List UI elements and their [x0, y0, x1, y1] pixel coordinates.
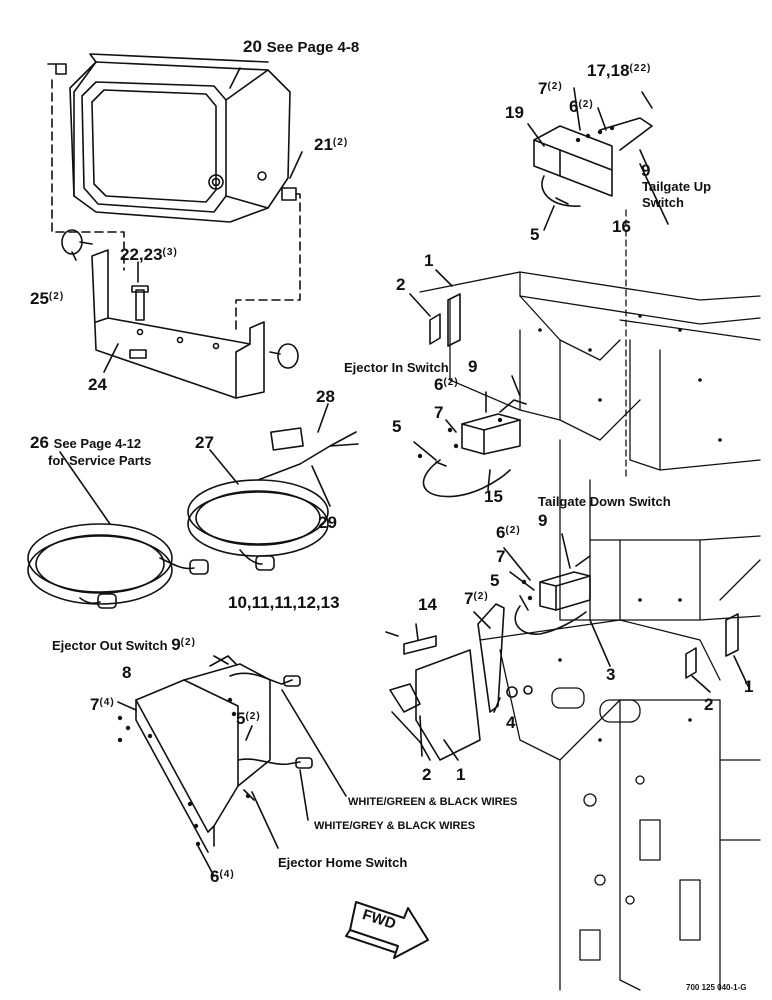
- callout-26-note: See Page 4-12: [53, 436, 142, 451]
- ejector-out-switch-text: Ejector Out Switch: [52, 638, 168, 653]
- callout-2-upper: 2: [396, 275, 406, 294]
- callout-4: 4: [506, 713, 516, 732]
- callout-7-lower: 7(4): [90, 696, 115, 713]
- white-green-wires-label: WHITE/GREEN & BLACK WIRES: [348, 796, 518, 808]
- callout-6-ejector-in-text: 6: [434, 375, 444, 394]
- tailgate-down-switch-label: Tailgate Down Switch: [538, 494, 671, 509]
- callout-19: 19: [505, 103, 524, 122]
- callout-6-lower-qty: (4): [219, 869, 235, 880]
- callout-6-ejector-in-qty: (2): [443, 377, 459, 388]
- callout-21: 21(2): [314, 136, 348, 153]
- callout-7-lower-qty: (4): [99, 697, 115, 708]
- harness-27: [187, 427, 359, 571]
- callout-5-ejector-in: 5: [392, 417, 402, 436]
- callout-10-13: 10,11,11,12,13: [228, 593, 340, 612]
- callout-27: 27: [195, 433, 214, 452]
- callout-9-top: 9: [641, 161, 651, 180]
- ejector-switch-plate: [135, 655, 301, 853]
- callout-14: 14: [418, 595, 437, 614]
- callout-5-lower-qty: (2): [245, 711, 261, 722]
- ejector-in-switch-label: Ejector In Switch: [344, 360, 449, 375]
- callout-1-mid: 1: [456, 765, 466, 784]
- callout-26: 26 See Page 4-12: [30, 434, 141, 451]
- callout-7-top: 7(2): [538, 80, 563, 97]
- callout-6-lower: 6(4): [210, 868, 235, 885]
- tailgate-up-switch-label-2: Switch: [642, 195, 684, 210]
- callout-6-lower-text: 6: [210, 867, 220, 886]
- callout-25: 25(2): [30, 290, 64, 307]
- callout-3: 3: [606, 665, 616, 684]
- callout-9-ejector-out-qty: (2): [180, 637, 196, 648]
- callout-2-right: 2: [704, 695, 714, 714]
- callout-5-lower-text: 5: [236, 709, 246, 728]
- callout-6-top: 6(2): [569, 98, 594, 115]
- callout-6-tailgate-down-qty: (2): [505, 525, 521, 536]
- ejector-in-bracket: [422, 399, 527, 498]
- callout-6-tailgate-down: 6(2): [496, 524, 521, 541]
- callout-24: 24: [88, 375, 107, 394]
- callout-20-note: See Page 4-8: [266, 39, 360, 56]
- callout-26-text: 26: [30, 433, 49, 452]
- tailgate-up-switch-label: Tailgate Up: [642, 179, 712, 194]
- callout-21-qty: (2): [332, 137, 349, 148]
- forward-arrow: [345, 901, 429, 959]
- callout-28: 28: [316, 387, 335, 406]
- tailgate-up-bracket: [533, 117, 653, 207]
- callout-7-lower-text: 7: [90, 695, 100, 714]
- drawing-number: 700 125 040-1-G: [686, 983, 747, 992]
- callout-21-text: 21: [314, 135, 333, 154]
- callout-22-23: 22,23(3): [120, 246, 178, 263]
- callout-25-text: 25: [30, 289, 49, 308]
- callout-5-tailgate-down: 5: [490, 571, 500, 590]
- callout-29: 29: [318, 513, 337, 532]
- callout-9-tailgate-down: 9: [538, 511, 548, 530]
- callout-7-mid: 7(2): [464, 590, 489, 607]
- callout-8: 8: [122, 663, 132, 682]
- callout-7-mid-text: 7: [464, 589, 474, 608]
- callout-2-mid: 2: [422, 765, 432, 784]
- callout-25-qty: (2): [48, 291, 65, 302]
- callout-16: 16: [612, 217, 631, 236]
- harness-26: [27, 523, 209, 609]
- callout-7-top-text: 7: [538, 79, 548, 98]
- tailgate-down-bracket: [514, 555, 591, 635]
- callout-5-top: 5: [530, 225, 540, 244]
- callout-17-18-qty: (22): [629, 63, 652, 74]
- mounting-bracket: [91, 249, 265, 399]
- white-grey-wires-label: WHITE/GREY & BLACK WIRES: [314, 820, 476, 832]
- callout-6-top-text: 6: [569, 97, 579, 116]
- callout-15: 15: [484, 487, 503, 506]
- callout-17-18-text: 17,18: [587, 61, 630, 80]
- callout-22-23-text: 22,23: [120, 245, 163, 264]
- monitor-box: [69, 53, 291, 223]
- callout-9-ejector-in: 9: [468, 357, 478, 376]
- callout-1-upper: 1: [424, 251, 434, 270]
- ejector-home-switch-label: Ejector Home Switch: [278, 855, 408, 870]
- callout-7-mid-qty: (2): [473, 591, 489, 602]
- callout-20-text: 20: [243, 37, 262, 56]
- callout-1-right: 1: [744, 677, 754, 696]
- callout-22-23-qty: (3): [162, 247, 178, 258]
- callout-7-tailgate-down: 7: [496, 547, 506, 566]
- callout-7-top-qty: (2): [547, 81, 563, 92]
- callout-6-top-qty: (2): [578, 99, 594, 110]
- callout-20: 20 See Page 4-8: [243, 38, 359, 55]
- callout-6-tailgate-down-text: 6: [496, 523, 506, 542]
- ejector-out-switch-label: Ejector Out Switch 9(2): [52, 636, 196, 653]
- callout-26-note2: for Service Parts: [48, 453, 152, 468]
- callout-9-ejector-out: 9: [171, 635, 181, 654]
- callout-7-ejector-in: 7: [434, 403, 444, 422]
- callout-6-ejector-in: 6(2): [434, 376, 459, 393]
- callout-17-18: 17,18(22): [587, 62, 651, 79]
- callout-5-lower: 5(2): [236, 710, 261, 727]
